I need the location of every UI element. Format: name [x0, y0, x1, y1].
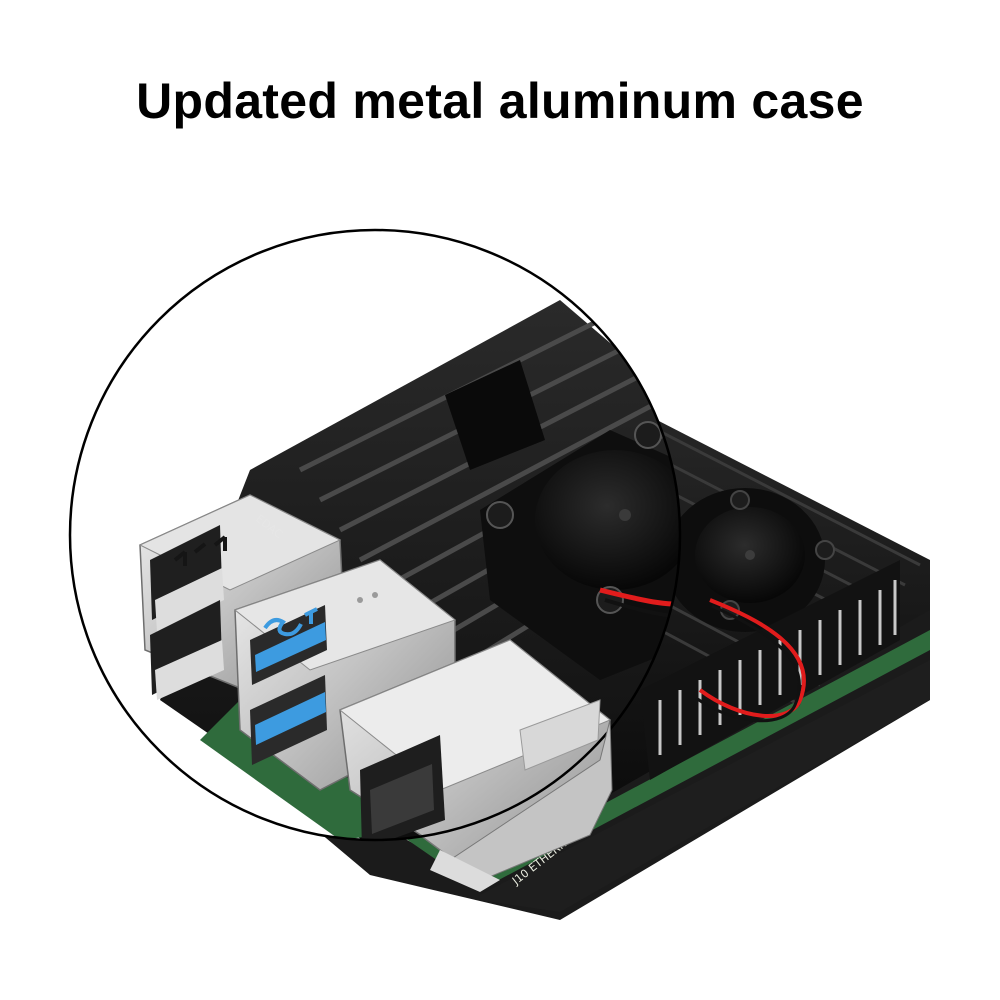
magnifier-lens: EDAC — [70, 230, 680, 840]
headline: Updated metal aluminum case — [136, 73, 864, 129]
cooling-fan-1 — [480, 421, 680, 680]
fan-wire-red — [698, 598, 806, 718]
fan-wire-black — [695, 604, 801, 723]
usb3-ss-icon — [263, 607, 318, 637]
gpio-header — [640, 560, 900, 780]
magnifier-outline — [68, 228, 682, 842]
ethernet-jack-outside — [430, 719, 613, 892]
usb-trident-icon — [173, 535, 227, 566]
cooling-fan-2 — [665, 488, 835, 632]
